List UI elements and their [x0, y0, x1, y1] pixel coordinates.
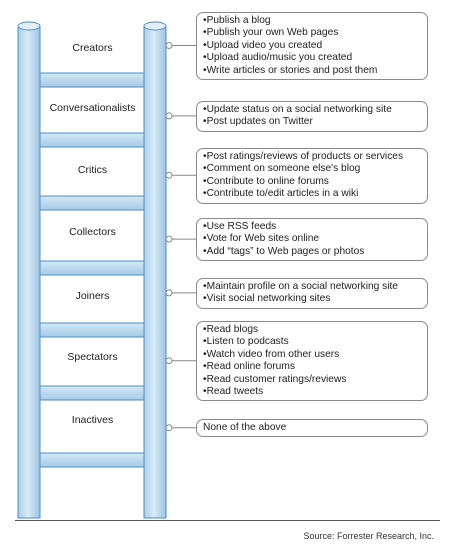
activity-item: Upload video you created	[203, 40, 421, 52]
activity-box-collectors: Use RSS feedsVote for Web sites onlineAd…	[196, 218, 428, 262]
activity-item: Upload audio/music you created	[203, 52, 421, 64]
footer-rule	[15, 520, 440, 521]
activity-item: Post ratings/reviews of products or serv…	[203, 151, 421, 163]
connector-dot	[165, 235, 173, 243]
ladder-rung	[33, 385, 151, 401]
rung-label-creators: Creators	[72, 42, 113, 54]
activity-item: Vote for Web sites online	[203, 233, 421, 245]
activity-box-joiners: Maintain profile on a social networking …	[196, 278, 428, 309]
activity-item: Contribute to online forums	[203, 176, 421, 188]
connector-dot	[165, 289, 173, 297]
ladder-left-rail-top	[17, 21, 41, 31]
rung-label-critics: Critics	[77, 164, 108, 176]
rung-label-collectors: Collectors	[69, 226, 116, 238]
ladder-right-rail	[143, 25, 167, 519]
activity-box-conversationalists: Update status on a social networking sit…	[196, 101, 428, 132]
ladder-rung	[33, 260, 151, 276]
activity-item: Write articles or stories and post them	[203, 65, 421, 77]
rung-label-spectators: Spectators	[67, 351, 118, 363]
connector-dot	[165, 42, 173, 49]
activity-item: Read online forums	[203, 361, 421, 373]
activity-box-inactives: None of the above	[196, 419, 428, 438]
activity-item: Read tweets	[203, 386, 421, 398]
activity-item: Comment on someone else's blog	[203, 163, 421, 175]
connector-dot	[165, 112, 173, 120]
ladder-rung	[33, 322, 151, 338]
activity-item: Add “tags” to Web pages or photos	[203, 246, 421, 258]
activity-item: Post updates on Twitter	[203, 116, 421, 128]
connector-dot	[165, 357, 173, 365]
activity-item: Read blogs	[203, 324, 421, 336]
ladder-rung	[33, 452, 151, 468]
ladder-right-rail-top	[143, 21, 167, 31]
activity-item: Visit social networking sites	[203, 293, 421, 305]
ladder-rung	[33, 195, 151, 211]
activity-item: Listen to podcasts	[203, 336, 421, 348]
rung-label-joiners: Joiners	[75, 290, 110, 302]
ladder-rung	[33, 132, 151, 148]
rung-label-conversationalists: Conversationalists	[49, 102, 136, 114]
activity-item: Publish your own Web pages	[203, 27, 421, 39]
rung-label-inactives: Inactives	[71, 414, 114, 426]
activity-item: None of the above	[203, 422, 287, 433]
connector-dot	[165, 424, 173, 432]
ladder-rung	[33, 72, 151, 88]
activity-item: Contribute to/edit articles in a wiki	[203, 188, 421, 200]
connector-dot	[165, 171, 173, 179]
activity-item: Update status on a social networking sit…	[203, 104, 421, 116]
activity-box-creators: Publish a blogPublish your own Web pages…	[196, 12, 428, 81]
activity-item: Use RSS feeds	[203, 221, 421, 233]
activity-box-spectators: Read blogsListen to podcastsWatch video …	[196, 321, 428, 402]
activity-item: Maintain profile on a social networking …	[203, 281, 421, 293]
activity-box-critics: Post ratings/reviews of products or serv…	[196, 148, 428, 204]
activity-item: Watch video from other users	[203, 349, 421, 361]
source-note: Source: Forrester Research, Inc.	[303, 531, 434, 541]
ladder-left-rail	[17, 25, 41, 519]
activity-item: Publish a blog	[203, 15, 421, 27]
activity-item: Read customer ratings/reviews	[203, 374, 421, 386]
